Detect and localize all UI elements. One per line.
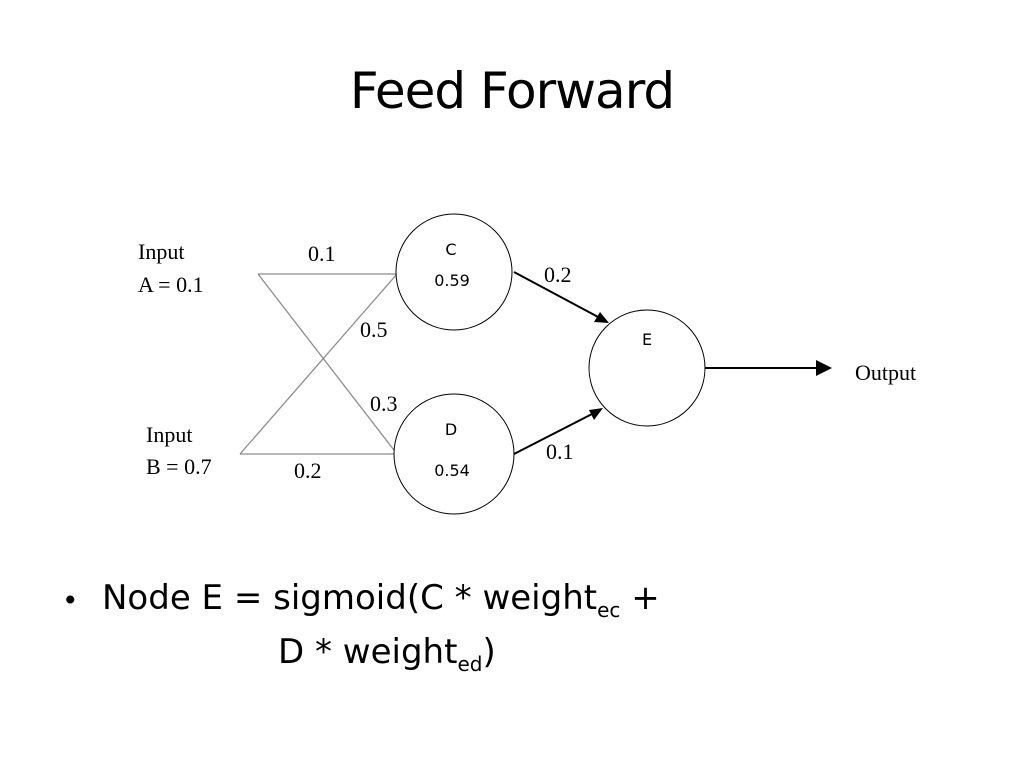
edge-b-c bbox=[239, 273, 398, 455]
node-c-label: C bbox=[445, 240, 456, 259]
node-e bbox=[588, 309, 706, 427]
input-a-line1: Input bbox=[138, 239, 184, 264]
formula-line-1: Node E = sigmoid(C * weightec + bbox=[102, 578, 660, 622]
slide-title: Feed Forward bbox=[349, 62, 675, 120]
weight-c-e: 0.2 bbox=[544, 262, 572, 287]
edge-a-d bbox=[257, 273, 398, 455]
node-c-value: 0.59 bbox=[434, 271, 470, 290]
formula-subscript-ed: ed bbox=[457, 651, 483, 676]
weight-d-e: 0.1 bbox=[546, 439, 574, 464]
weight-b-c: 0.3 bbox=[370, 391, 398, 416]
node-c bbox=[395, 213, 513, 331]
output-label: Output bbox=[855, 360, 916, 385]
arrowhead-d-e bbox=[589, 408, 603, 420]
arrowhead-c-e bbox=[594, 312, 609, 323]
node-e-label: E bbox=[642, 330, 652, 349]
formula-line-2-text: D * weight bbox=[278, 632, 458, 672]
formula-line-1-text: Node E = sigmoid(C * weight bbox=[102, 578, 598, 618]
arrowhead-output bbox=[816, 360, 832, 376]
weight-a-c: 0.1 bbox=[308, 241, 336, 266]
node-d bbox=[393, 393, 515, 515]
node-d-label: D bbox=[445, 420, 457, 439]
edge-c-e bbox=[513, 271, 601, 319]
weight-a-d: 0.5 bbox=[360, 317, 388, 342]
input-b-line1: Input bbox=[146, 422, 192, 447]
input-a-line2: A = 0.1 bbox=[138, 272, 204, 297]
node-d-value: 0.54 bbox=[434, 461, 470, 480]
input-b-line2: B = 0.7 bbox=[146, 454, 212, 479]
edge-d-e bbox=[513, 412, 595, 455]
weight-b-d: 0.2 bbox=[294, 458, 322, 483]
formula-line-2: D * weighted) bbox=[278, 632, 496, 676]
bullet-marker: • bbox=[62, 584, 79, 617]
formula-line-1-tail: + bbox=[620, 578, 660, 618]
formula-line-2-tail: ) bbox=[482, 632, 496, 672]
formula-subscript-ec: ec bbox=[597, 597, 621, 622]
